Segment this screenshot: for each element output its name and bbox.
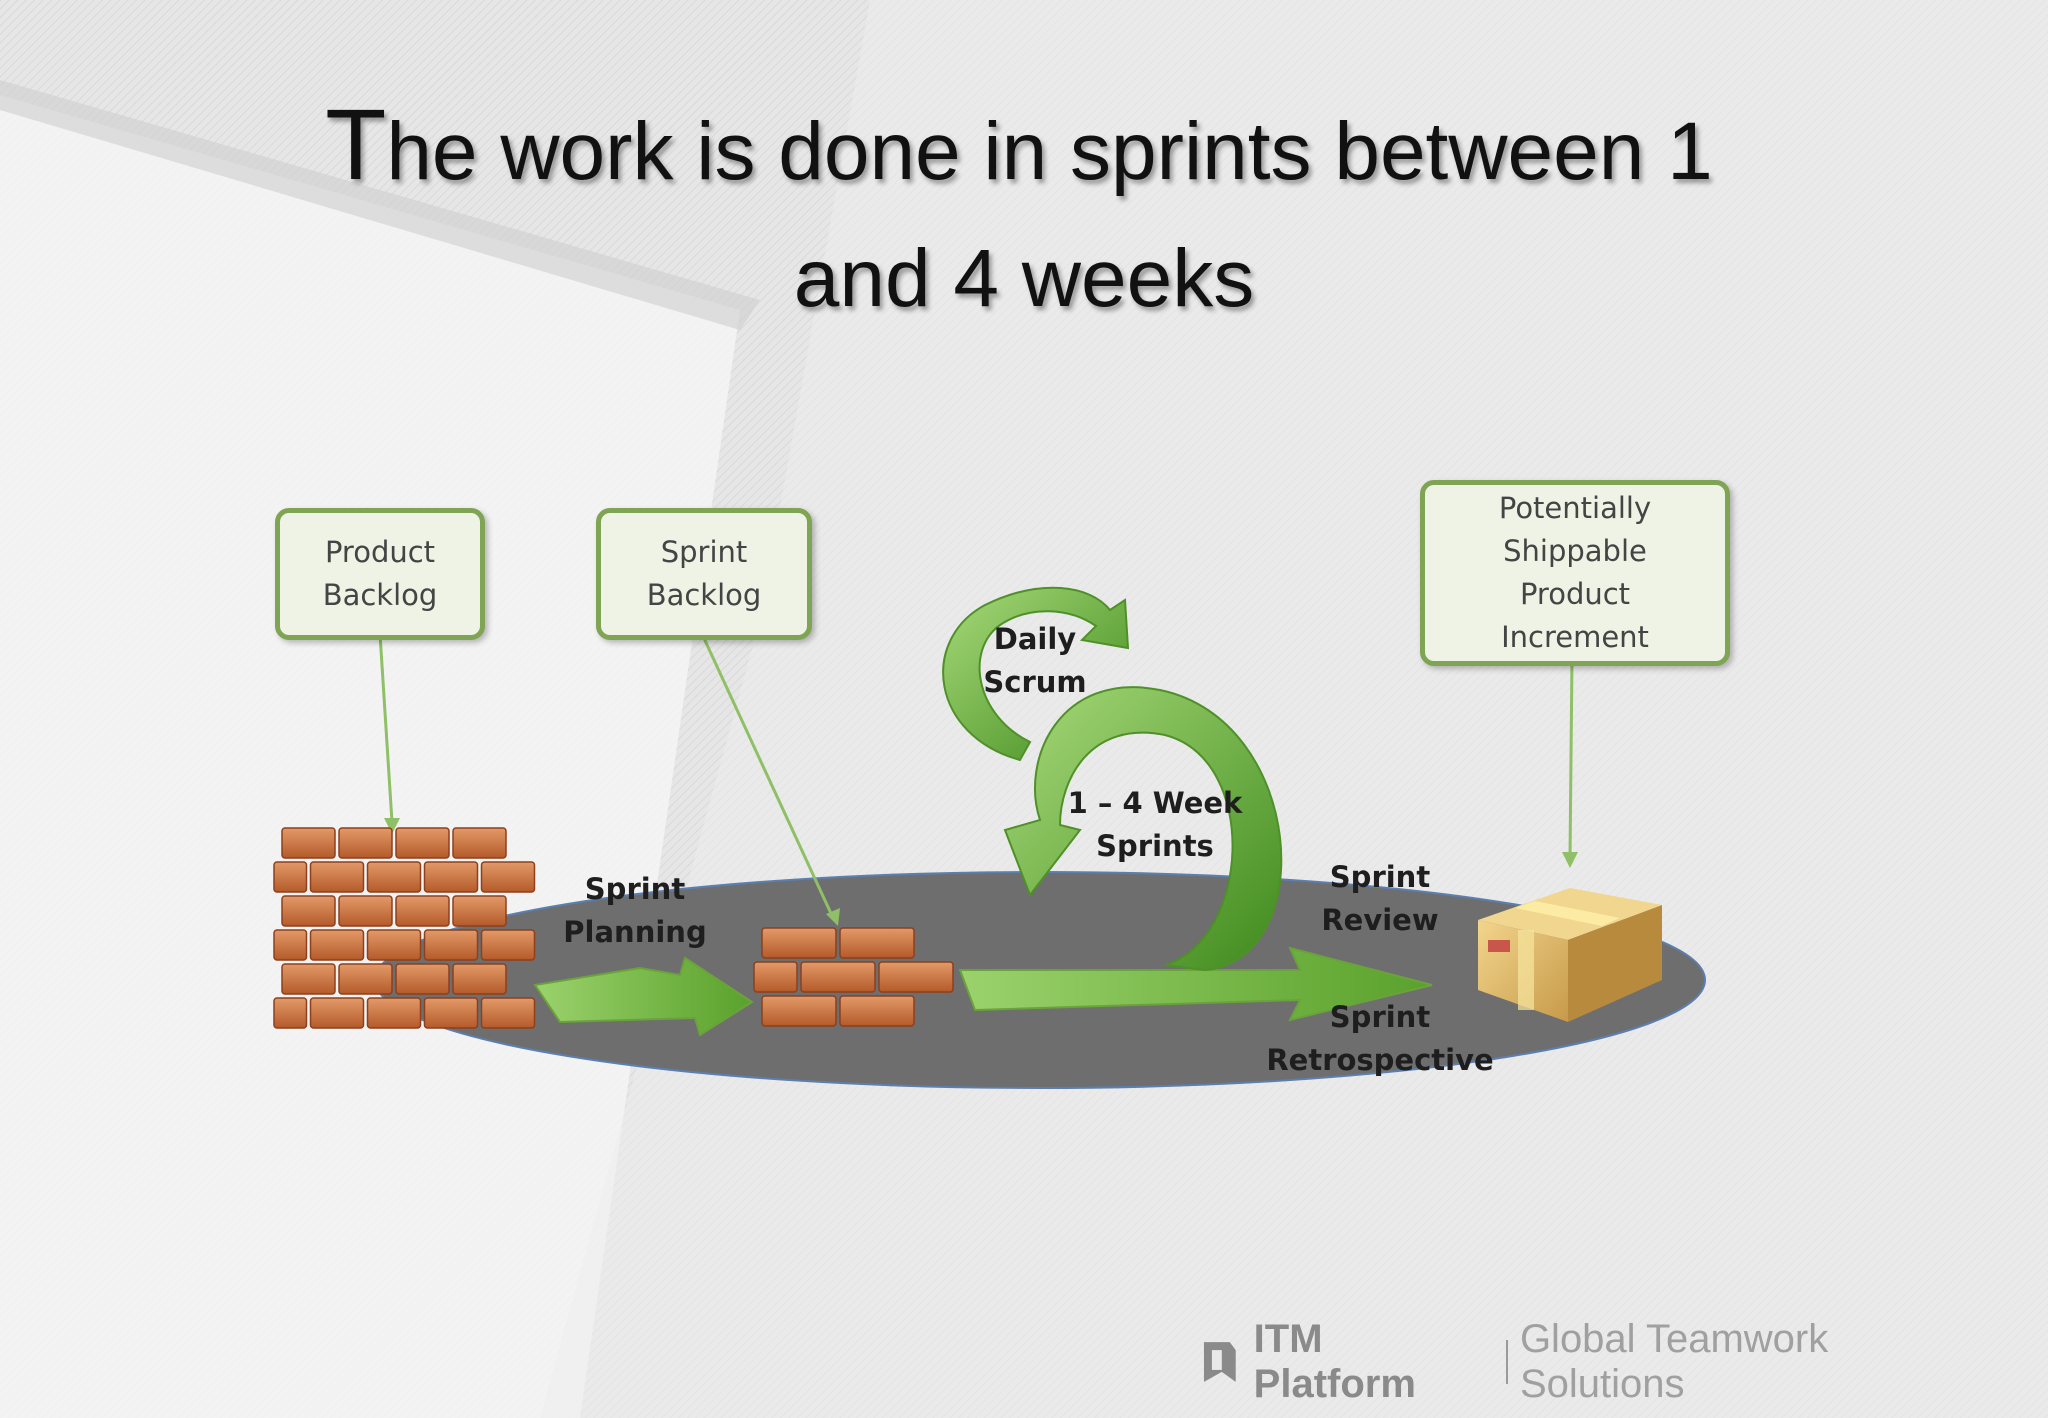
connector-product-backlog <box>378 633 394 823</box>
brick <box>423 929 479 961</box>
sprint-review-label: Sprint Review <box>1321 860 1439 937</box>
brick <box>338 827 393 859</box>
brick <box>800 961 876 993</box>
sprint-planning-label: Sprint Planning <box>563 872 707 949</box>
connector-increment <box>1568 657 1574 859</box>
brick <box>761 927 837 959</box>
brick <box>338 963 393 995</box>
package-box-icon <box>1478 888 1662 1022</box>
increment-box: Potentially Shippable Product Increment <box>1420 480 1730 666</box>
brick <box>395 827 450 859</box>
brick <box>281 963 336 995</box>
itm-logo-icon <box>1203 1342 1236 1382</box>
title-rest: he work is done in sprints between 1 <box>386 106 1713 197</box>
brick <box>273 861 308 893</box>
slide-title-line2: and 4 weeks <box>793 233 1255 324</box>
brick <box>281 895 336 927</box>
product-backlog-box: Product Backlog <box>275 508 485 640</box>
daily-scrum-arrow <box>942 586 1130 762</box>
brick <box>366 997 422 1029</box>
brick <box>273 929 308 961</box>
brick <box>338 895 393 927</box>
connector-arrowhead <box>1562 852 1578 868</box>
brick <box>366 861 422 893</box>
brick <box>480 929 536 961</box>
brick <box>878 961 954 993</box>
sprint-backlog-box: Sprint Backlog <box>596 508 812 640</box>
slide-title-line1: The work is done in sprints between 1 <box>0 88 2043 203</box>
brick <box>423 997 479 1029</box>
daily-scrum-label: Daily Scrum <box>983 622 1087 699</box>
brick <box>452 827 507 859</box>
brick <box>395 963 450 995</box>
brick <box>281 827 336 859</box>
brick <box>480 861 536 893</box>
connector-arrowhead <box>826 908 840 926</box>
brick <box>366 929 422 961</box>
brick <box>839 927 915 959</box>
sprint-backlog-brick-wall-icon <box>753 927 954 1027</box>
sprint-cycle-arrow <box>958 686 1433 1022</box>
brick <box>395 895 450 927</box>
brick <box>480 997 536 1029</box>
brand-separator <box>1505 1340 1508 1384</box>
brick <box>273 997 308 1029</box>
brand-name: ITM Platform <box>1253 1317 1416 1406</box>
brand-tagline: Global Teamwork Solutions <box>1519 1317 1829 1406</box>
footer-brand: ITM Platform Global Teamwork Solutions <box>1200 1317 2000 1406</box>
connector-arrowhead <box>384 818 400 834</box>
sprint-planning-arrow <box>533 956 754 1037</box>
brick <box>452 963 507 995</box>
brick <box>753 961 798 993</box>
product-backlog-brick-wall-icon <box>273 827 536 1029</box>
brick <box>309 861 365 893</box>
brick <box>423 861 479 893</box>
sprint-retrospective-label: Sprint Retrospective <box>1266 1000 1494 1077</box>
week-sprints-label: 1 – 4 Week Sprints <box>1067 786 1243 863</box>
brick <box>839 995 915 1027</box>
brick <box>309 997 365 1029</box>
brick <box>761 995 837 1027</box>
brick <box>309 929 365 961</box>
connector-sprint-backlog <box>700 633 836 921</box>
title-initial: T <box>325 89 387 201</box>
brick <box>452 895 507 927</box>
